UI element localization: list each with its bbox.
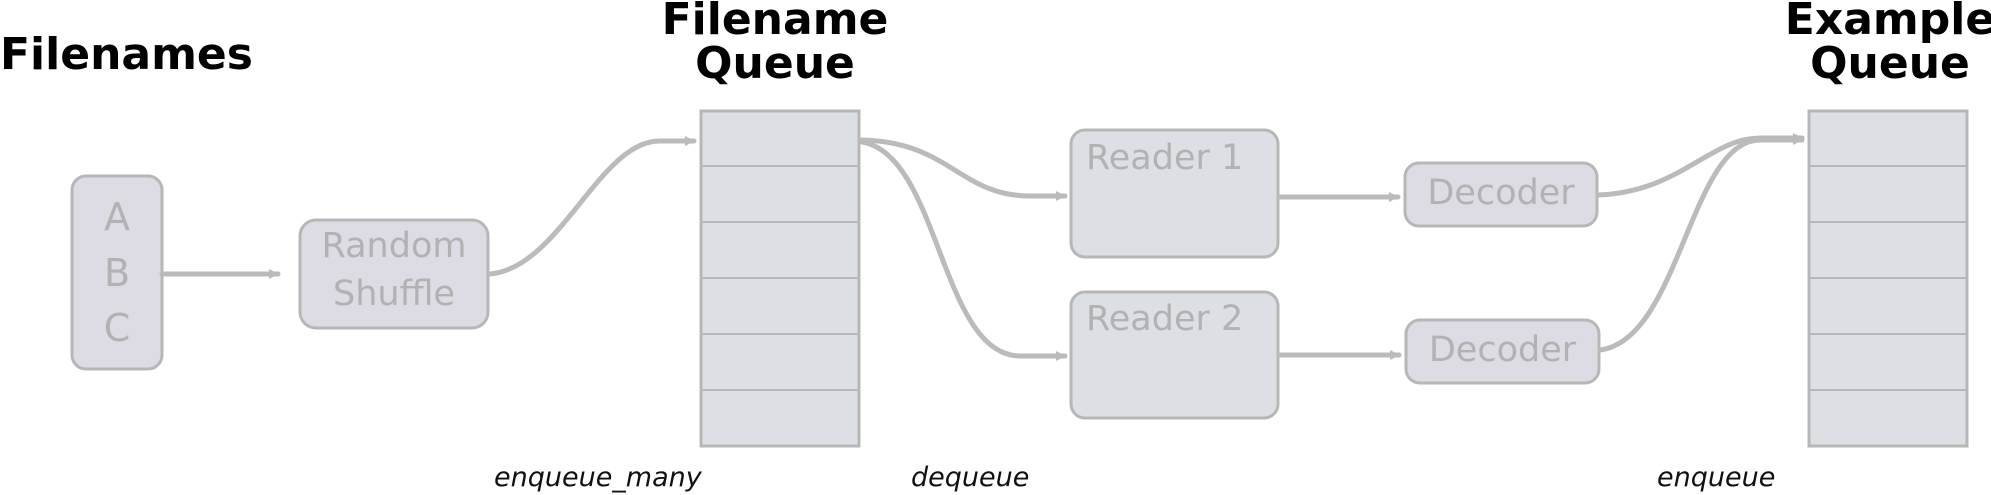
filename-item: B: [103, 251, 131, 295]
filename-item: A: [104, 195, 130, 239]
filename-queue-heading-line2: Queue: [695, 38, 855, 89]
arrow-queue-to-reader-1: [859, 137, 1068, 201]
filename-item: C: [103, 306, 131, 350]
reader-1-box: [1069, 128, 1280, 259]
filename-queue: [699, 109, 861, 448]
reader-2-label: Reader 2: [1086, 299, 1244, 339]
example-queue-heading-line2: Queue: [1810, 38, 1970, 89]
filenames-heading: Filenames: [0, 29, 253, 80]
decoder-1-label: Decoder: [1427, 173, 1575, 213]
arrow-decoder-2-to-example-queue: [1597, 135, 1805, 353]
example-queue-heading-line1: Example: [1784, 0, 1991, 45]
random-shuffle-label-line1: Random: [321, 226, 467, 266]
reader-1-label: Reader 1: [1086, 138, 1244, 178]
decoder-2-label: Decoder: [1428, 330, 1577, 370]
arrow-queue-to-reader-2: [859, 139, 1068, 361]
example-queue: [1807, 109, 1969, 448]
dequeue-label: dequeue: [911, 462, 1030, 493]
arrow-decoder-1-to-example-queue: [1595, 133, 1805, 198]
filename-queue-heading-line1: Filename: [661, 0, 889, 45]
enqueue-many-label: enqueue_many: [494, 462, 702, 493]
arrow-shuffle-to-filename-queue: [487, 136, 697, 277]
enqueue-label: enqueue: [1657, 462, 1776, 493]
random-shuffle-label-line2: Shuffle: [333, 274, 455, 314]
